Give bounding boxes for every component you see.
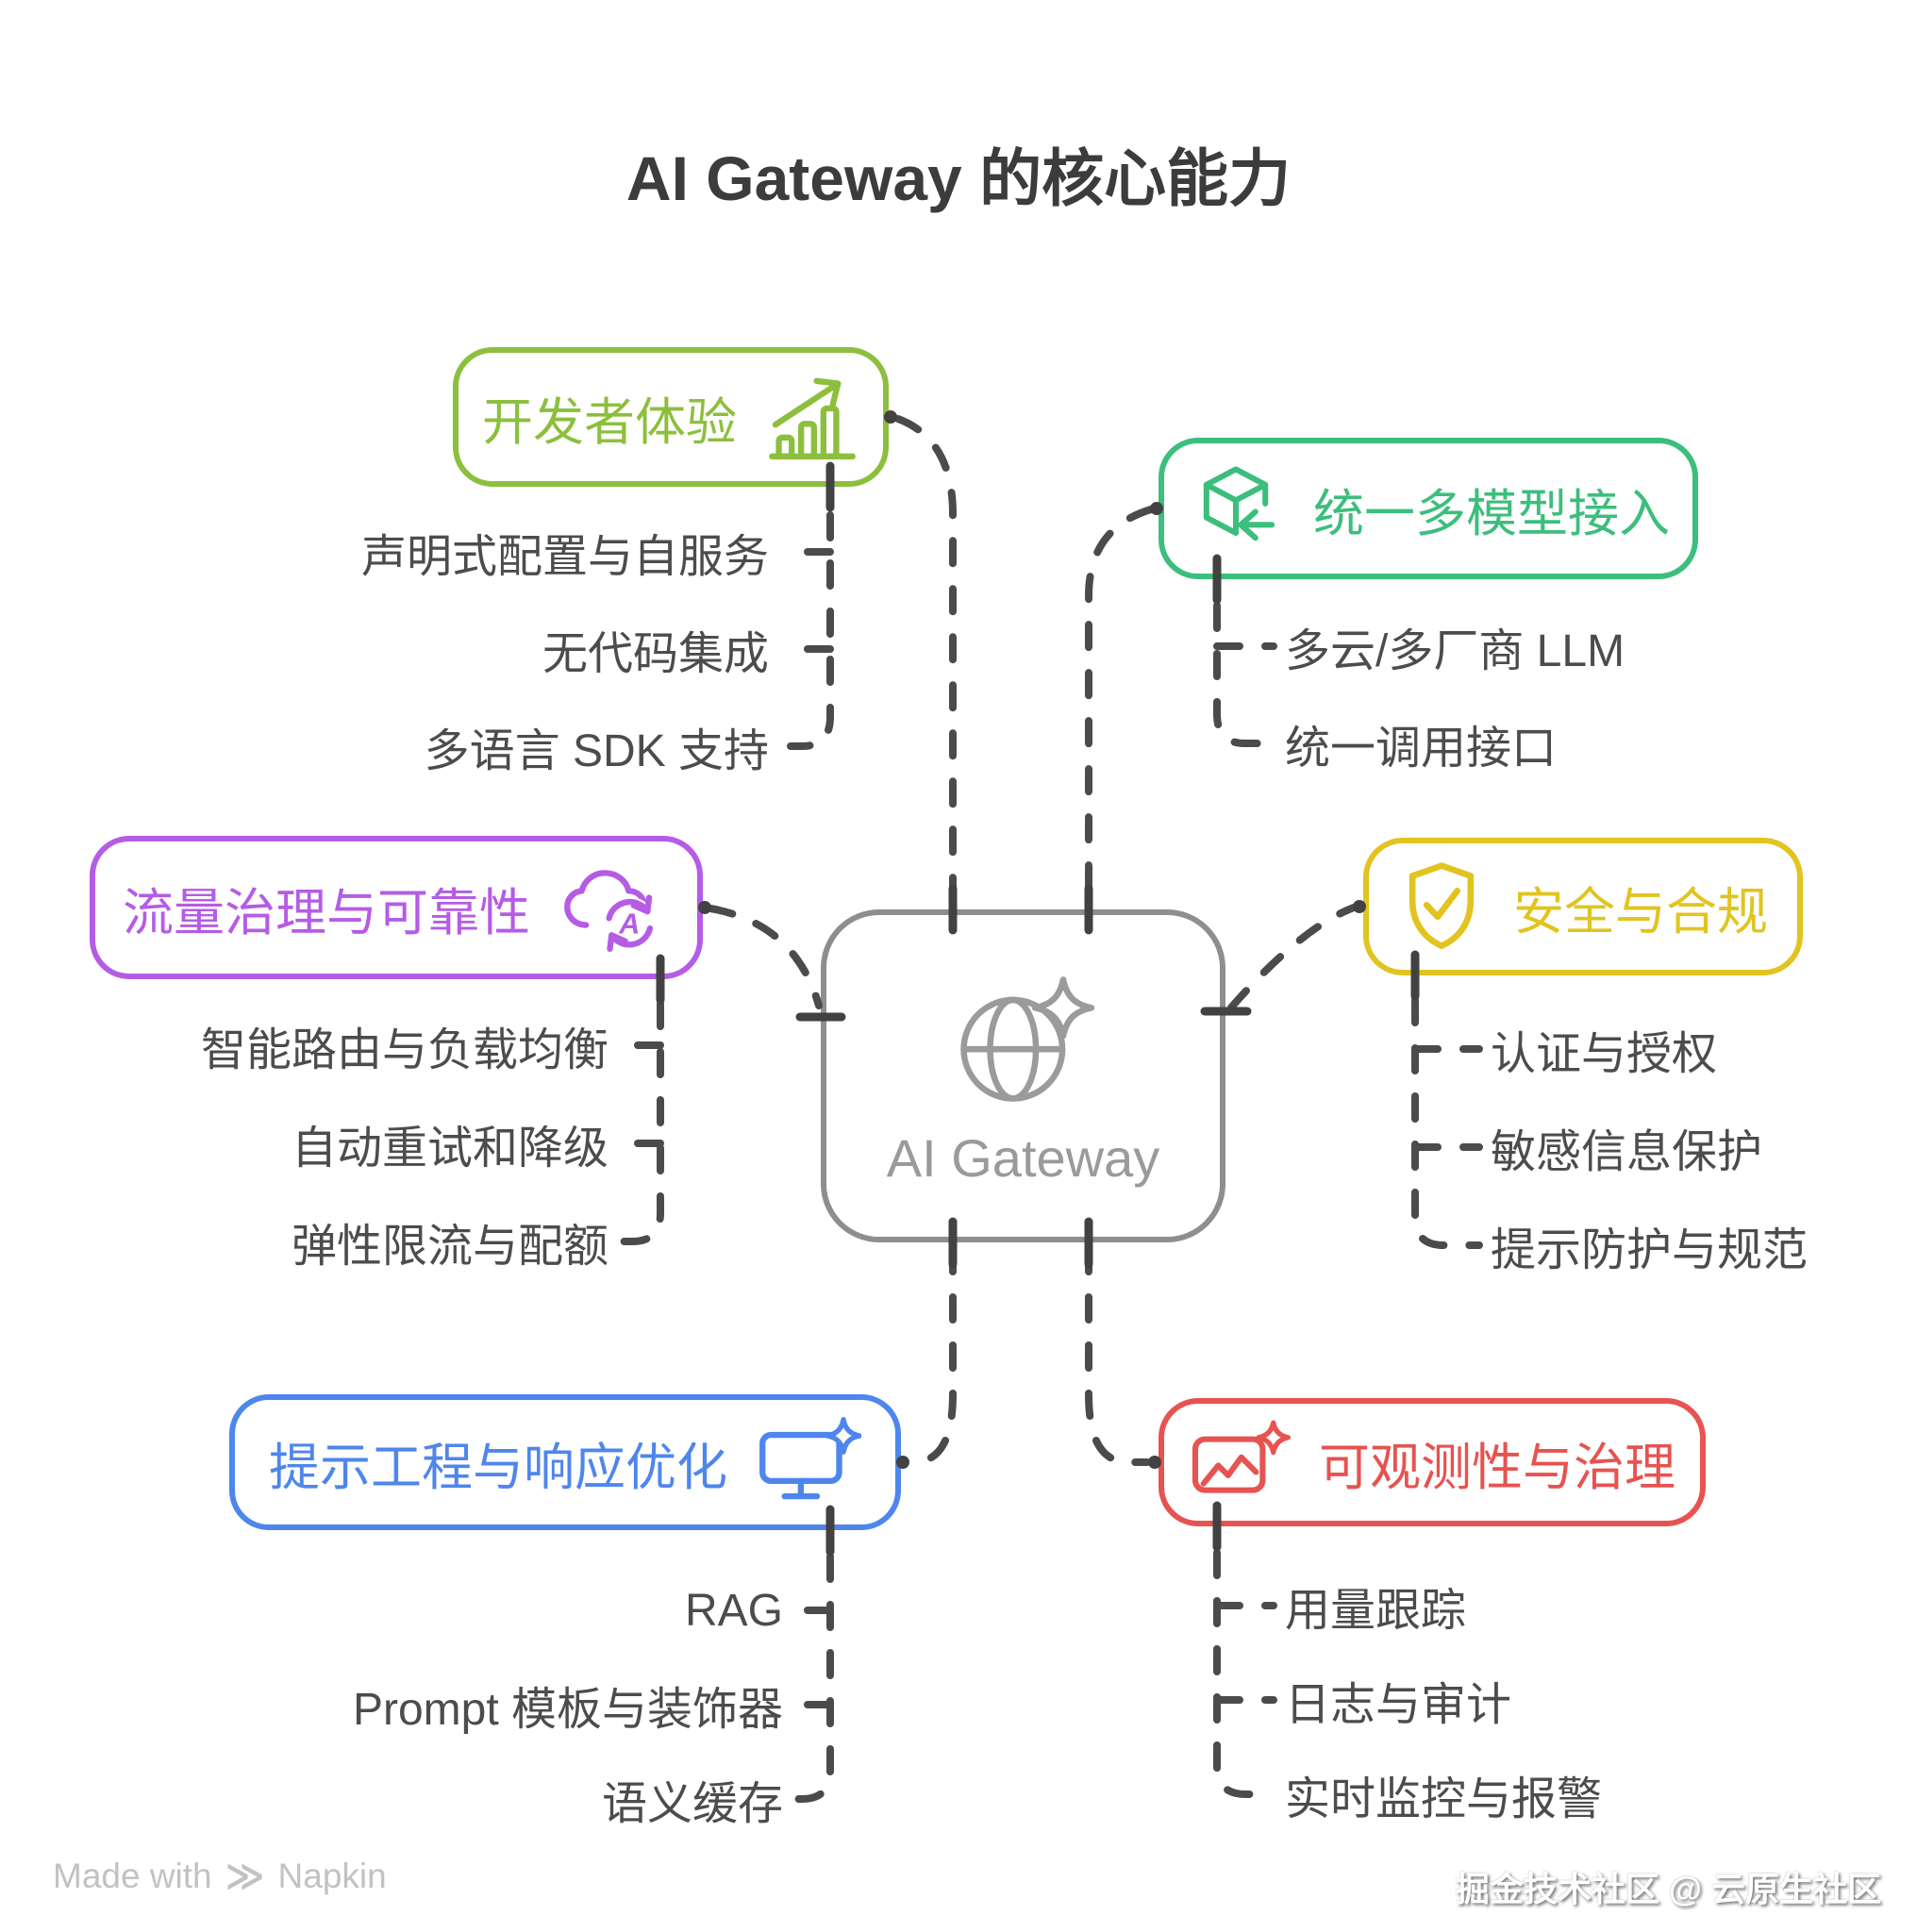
list-item: 日志与审计 xyxy=(1285,1680,1512,1730)
branch-items-observability: 用量跟踪 日志与审计 实时监控与报警 xyxy=(1285,1572,1602,1828)
branch-label: 统一多模型接入 xyxy=(1313,485,1670,542)
branch-label: 开发者体验 xyxy=(482,393,737,451)
list-item: 提示防护与规范 xyxy=(1491,1225,1809,1275)
made-with-text: Made with xyxy=(53,1857,212,1895)
branch-items-prompt-engineering: RAG Prompt 模板与装饰器 语义缓存 xyxy=(353,1576,783,1833)
list-item: 多语言 SDK 支持 xyxy=(424,726,769,776)
napkin-logo-icon: ≫ xyxy=(225,1856,265,1897)
branch-items-security-compliance: 认证与授权 敏感信息保护 提示防护与规范 xyxy=(1491,1015,1808,1279)
cloud-sync-icon: A xyxy=(558,858,670,957)
branch-box-security-compliance: 安全与合规 xyxy=(1363,838,1803,975)
center-node-label: AI Gateway xyxy=(886,1128,1160,1188)
shield-check-icon xyxy=(1398,859,1485,954)
branch-box-unified-model-access: 统一多模型接入 xyxy=(1159,438,1698,579)
branch-label: 流量治理与可靠性 xyxy=(123,884,530,941)
branch-box-developer-experience: 开发者体验 xyxy=(453,347,889,487)
list-item: 用量跟踪 xyxy=(1285,1586,1467,1636)
branch-label: 提示工程与响应优化 xyxy=(269,1439,727,1496)
image-sparkle-icon xyxy=(1189,1417,1291,1507)
list-item: 声明式配置与自服务 xyxy=(360,532,769,582)
list-item: 敏感信息保护 xyxy=(1491,1127,1763,1177)
list-item: 实时监控与报警 xyxy=(1285,1774,1603,1824)
list-item: Prompt 模板与装饰器 xyxy=(352,1685,783,1735)
list-item: 语义缓存 xyxy=(601,1779,783,1829)
page-title: AI Gateway 的核心能力 xyxy=(625,143,1292,213)
branch-box-prompt-engineering: 提示工程与响应优化 xyxy=(229,1394,901,1530)
branch-items-unified-model-access: 多云/多厂商 LLM 统一调用接口 xyxy=(1285,612,1625,777)
center-node-ai-gateway: AI Gateway xyxy=(821,909,1225,1242)
list-item: 认证与授权 xyxy=(1491,1029,1718,1079)
branch-label: 可观测性与治理 xyxy=(1319,1439,1675,1496)
made-with-napkin-watermark: Made with ≫ Napkin xyxy=(53,1855,387,1898)
list-item: 弹性限流与配额 xyxy=(291,1222,608,1272)
list-item: RAG xyxy=(684,1585,783,1636)
list-item: 智能路由与负载均衡 xyxy=(200,1025,608,1075)
branch-items-traffic-governance: 智能路由与负载均衡 自动重试和降级 弹性限流与配额 xyxy=(201,1011,608,1275)
list-item: 统一调用接口 xyxy=(1285,724,1558,774)
napkin-brand-text: Napkin xyxy=(277,1857,387,1895)
branch-box-observability: 可观测性与治理 xyxy=(1159,1398,1706,1526)
monitor-sparkle-icon xyxy=(756,1416,861,1508)
globe-sparkle-icon xyxy=(944,963,1103,1114)
growth-chart-icon xyxy=(765,371,859,463)
branch-label: 安全与合规 xyxy=(1513,883,1768,941)
list-item: 无代码集成 xyxy=(542,629,769,679)
branch-box-traffic-governance: 流量治理与可靠性 A xyxy=(90,836,703,979)
cube-import-icon xyxy=(1187,459,1285,558)
branch-items-developer-experience: 声明式配置与自服务 无代码集成 多语言 SDK 支持 xyxy=(361,518,769,780)
list-item: 多云/多厂商 LLM xyxy=(1285,626,1625,676)
community-credit-watermark: 掘金技术社区 @ 云原生社区 xyxy=(1455,1870,1881,1908)
list-item: 自动重试和降级 xyxy=(291,1124,608,1174)
svg-text:A: A xyxy=(618,908,640,941)
